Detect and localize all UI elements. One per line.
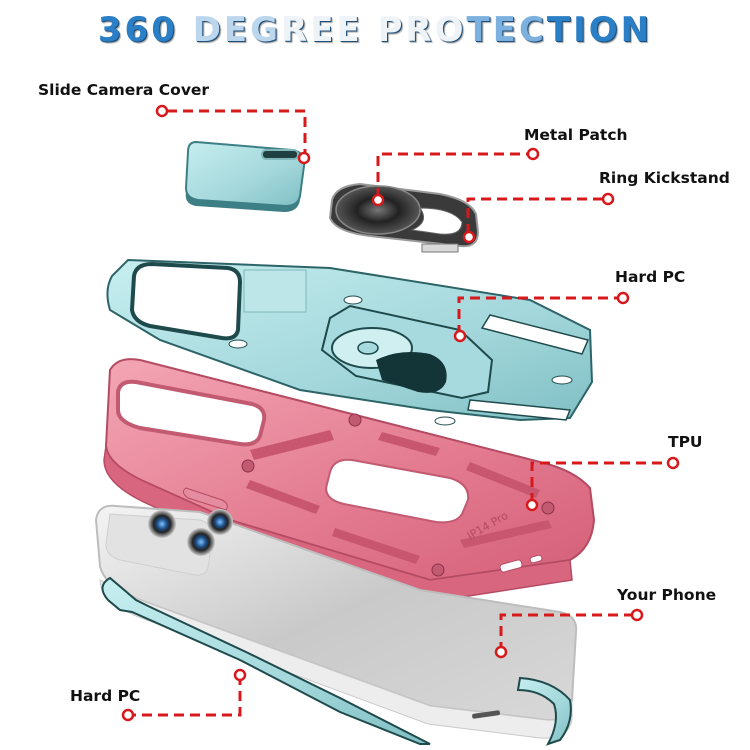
callout-dot <box>462 230 476 244</box>
label-ring-kickstand: Ring Kickstand <box>599 169 730 187</box>
callout-dot <box>666 456 680 470</box>
callout-line-hard-pc-bottom <box>132 675 242 717</box>
callout-dot <box>233 668 247 682</box>
label-metal-patch: Metal Patch <box>524 126 628 144</box>
callout-line-your-phone <box>499 613 636 652</box>
title-part: DEG <box>192 10 282 50</box>
title-part: REE PRO <box>281 10 467 50</box>
label-hard-pc-bottom: Hard PC <box>70 687 141 705</box>
callout-dot <box>525 498 539 512</box>
label-tpu: TPU <box>668 433 703 451</box>
callout-lines <box>132 109 669 717</box>
label-slide-camera-cover: Slide Camera Cover <box>38 81 210 99</box>
callout-line-tpu <box>530 461 669 503</box>
hard-pc-front-frame-part <box>101 576 572 746</box>
callout-dot <box>121 708 135 722</box>
callout-dot <box>297 151 311 165</box>
title-part: TION <box>546 10 653 50</box>
phone-part <box>94 504 578 739</box>
callout-dot <box>155 104 169 118</box>
hard-pc-back-frame-part <box>106 258 594 426</box>
callout-line-hard-pc-top <box>457 296 622 335</box>
title-part: 360 <box>97 10 193 50</box>
callout-dot <box>371 193 385 207</box>
callout-dot <box>630 608 644 622</box>
callout-dot <box>494 645 508 659</box>
callout-line-slide-camera-cover <box>167 109 307 158</box>
page-title: 360 DEGREE PROTECTION <box>0 10 750 50</box>
label-your-phone: Your Phone <box>617 586 717 604</box>
callout-dot <box>526 147 540 161</box>
callout-line-ring-kickstand <box>466 197 603 234</box>
ring-kickstand-part <box>328 182 480 253</box>
callout-dot <box>616 291 630 305</box>
title-part: TEC <box>466 10 547 50</box>
callout-dot <box>601 192 615 206</box>
callout-dots <box>121 104 680 722</box>
callout-dot <box>453 329 467 343</box>
callout-line-metal-patch <box>376 152 528 198</box>
slide-camera-cover-part <box>184 140 306 212</box>
label-hard-pc-top: Hard PC <box>615 268 686 286</box>
